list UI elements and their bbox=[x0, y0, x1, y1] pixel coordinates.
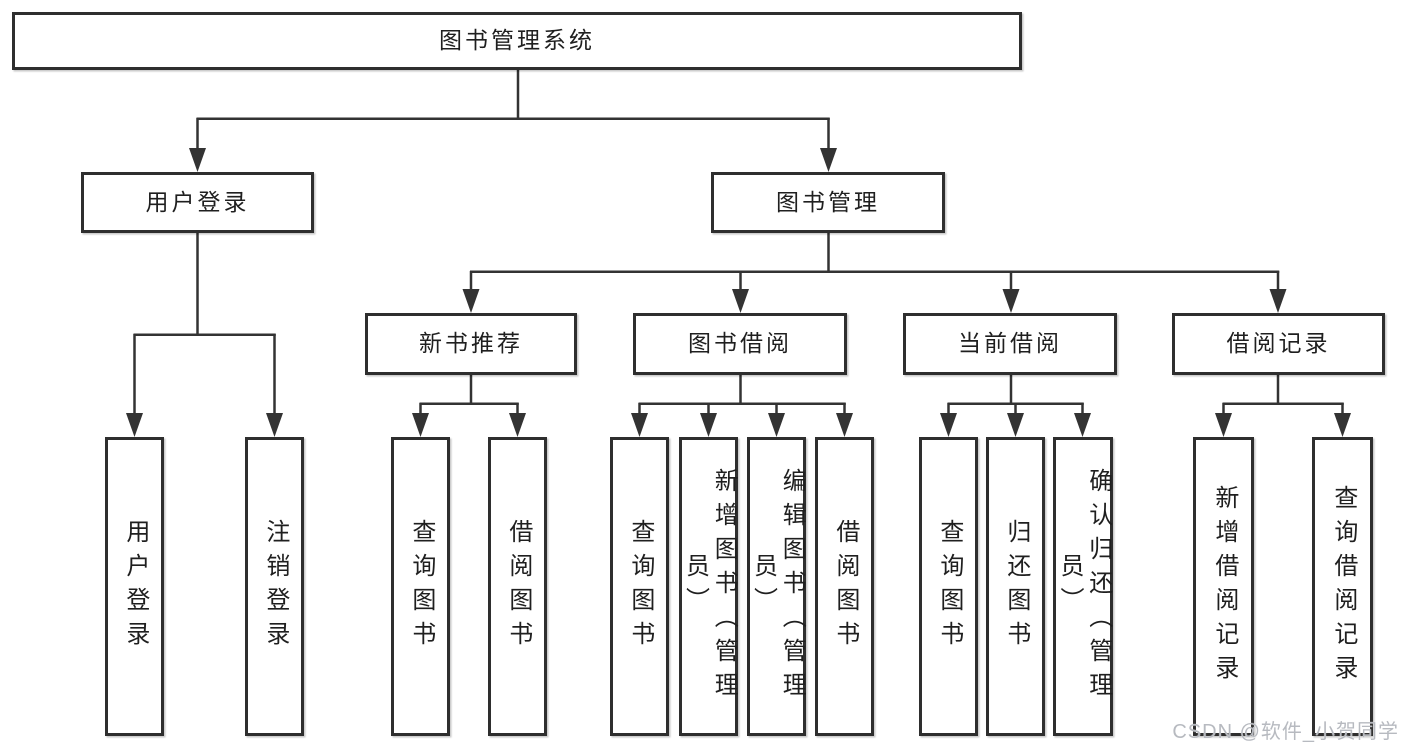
csdn-watermark: CSDN @软件_小贺同学 bbox=[1172, 721, 1399, 743]
leaf-query-books-current-label: 查询图书 bbox=[935, 518, 963, 655]
leaf-borrow-books-recommend: 借阅图书 bbox=[488, 437, 547, 736]
leaf-borrow-books-recommend-label: 借阅图书 bbox=[504, 518, 532, 655]
leaf-return-books: 归还图书 bbox=[986, 437, 1045, 736]
leaf-user-login-label: 用户登录 bbox=[121, 518, 149, 655]
leaf-query-books-recommend-label: 查询图书 bbox=[407, 518, 435, 655]
leaf-add-borrow-record-label: 新增借阅记录 bbox=[1210, 484, 1238, 689]
node-root-label: 图书管理系统 bbox=[439, 27, 595, 54]
leaf-confirm-return-admin: 确认归还（管理员） bbox=[1053, 437, 1113, 736]
leaf-user-login: 用户登录 bbox=[105, 437, 164, 736]
node-book-management: 图书管理 bbox=[711, 172, 945, 233]
node-borrow-records: 借阅记录 bbox=[1172, 313, 1385, 375]
leaf-query-borrow-record: 查询借阅记录 bbox=[1312, 437, 1373, 736]
leaf-add-borrow-record: 新增借阅记录 bbox=[1193, 437, 1254, 736]
node-current-borrow-label: 当前借阅 bbox=[958, 330, 1062, 357]
node-borrow-records-label: 借阅记录 bbox=[1226, 330, 1331, 357]
node-book-borrow: 图书借阅 bbox=[633, 313, 847, 375]
node-user-login-label: 用户登录 bbox=[145, 188, 250, 215]
leaf-confirm-return-admin-label: 确认归还（管理员） bbox=[1056, 467, 1112, 706]
leaf-query-books-current: 查询图书 bbox=[919, 437, 978, 736]
leaf-query-books-borrow: 查询图书 bbox=[610, 437, 669, 736]
node-user-login: 用户登录 bbox=[81, 172, 314, 233]
node-book-management-label: 图书管理 bbox=[776, 188, 880, 215]
leaf-query-books-recommend: 查询图书 bbox=[391, 437, 450, 736]
leaf-return-books-label: 归还图书 bbox=[1002, 518, 1030, 655]
arrowhead-icons bbox=[126, 148, 1351, 437]
node-root-system: 图书管理系统 bbox=[12, 12, 1022, 70]
leaf-add-books-admin: 新增图书（管理员） bbox=[679, 437, 738, 736]
leaf-query-books-borrow-label: 查询图书 bbox=[626, 518, 654, 655]
node-new-book-recommend: 新书推荐 bbox=[365, 313, 577, 375]
leaf-add-books-admin-label: 新增图书（管理员） bbox=[681, 467, 738, 706]
leaf-logout-label: 注销登录 bbox=[261, 518, 289, 655]
leaf-edit-books-admin-label: 编辑图书（管理员） bbox=[749, 467, 806, 706]
leaf-borrow-books: 借阅图书 bbox=[815, 437, 874, 736]
leaf-edit-books-admin: 编辑图书（管理员） bbox=[747, 437, 806, 736]
leaf-query-borrow-record-label: 查询借阅记录 bbox=[1329, 484, 1357, 689]
leaf-logout: 注销登录 bbox=[245, 437, 304, 736]
node-current-borrow: 当前借阅 bbox=[903, 313, 1117, 375]
node-new-book-recommend-label: 新书推荐 bbox=[419, 330, 523, 357]
leaf-borrow-books-label: 借阅图书 bbox=[831, 518, 859, 655]
node-book-borrow-label: 图书借阅 bbox=[688, 330, 792, 357]
